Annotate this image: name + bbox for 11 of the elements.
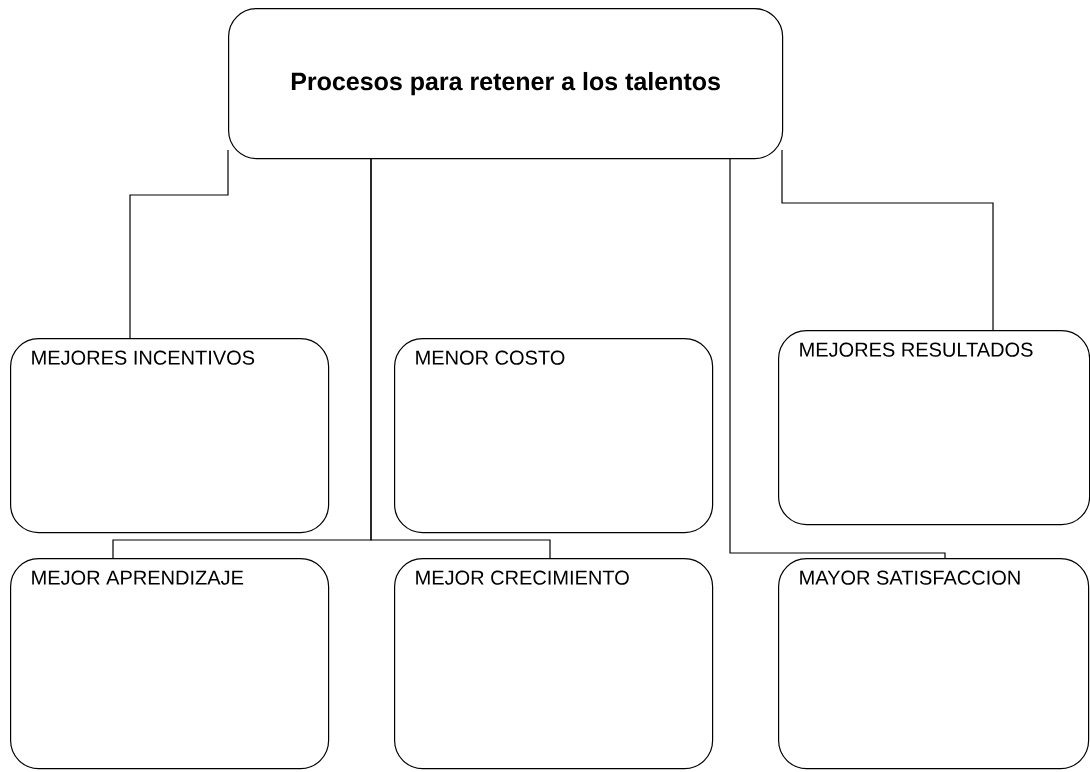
connector	[781, 149, 994, 331]
process-box: MEJORES INCENTIVOS	[10, 338, 330, 534]
connector	[729, 157, 946, 559]
connector	[129, 149, 229, 339]
process-box: MEJOR CRECIMIENTO	[394, 558, 714, 770]
process-box: MAYOR SATISFACCION	[778, 558, 1090, 770]
title-box: Procesos para retener a los talentos	[228, 8, 784, 160]
process-box: MEJOR APRENDIZAJE	[10, 558, 330, 770]
process-box: MEJORES RESULTADOS	[778, 330, 1090, 526]
process-box: MENOR COSTO	[394, 338, 714, 534]
connector	[370, 157, 551, 559]
